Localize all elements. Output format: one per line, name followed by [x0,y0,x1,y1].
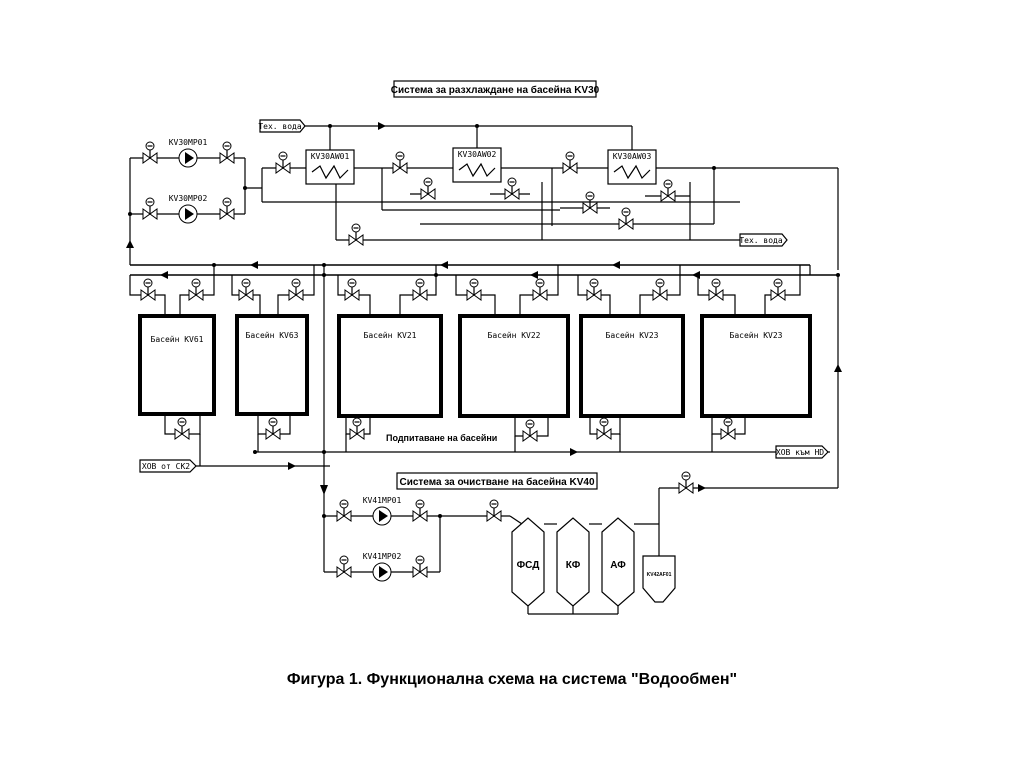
tech-water-out-tag [739,233,788,247]
pool-kv63: Басейн KV63 [235,314,309,416]
pool-label-2: Басейн KV63 [246,331,299,340]
xov-from-label: ХОВ от СК2 [142,462,190,471]
purification-title: Система за очистване на басейна KV40 [399,476,594,488]
cooling-title-box [393,80,597,98]
pool-kv61: Басейн KV61 [138,314,216,416]
filter-kf: КФ [556,517,590,607]
xov-to-label: ХОВ към HD [776,448,824,457]
pump-label-kv30mp01: KV30MP01 [169,138,208,147]
cooling-title: Система за разхлаждане на басейна KV30 [391,84,600,96]
pump-kv30mp01 [178,148,198,168]
tech-water-in-tag [259,119,306,133]
pump-label-kv30mp02: KV30MP02 [169,194,208,203]
makeup-label: Подпитаване на басейни [386,433,497,443]
pump-label-kv41mp02: KV41MP02 [363,552,402,561]
filter-af: АФ [601,517,635,607]
pump-kv30mp02 [178,204,198,224]
tech-water-out-label: Тех. вода [739,236,783,245]
pool-kv22: Басейн KV22 [458,314,570,418]
figure-caption: Фигура 1. Функционална схема на система … [286,671,738,688]
xov-from-tag [139,459,197,473]
makeup-lines: Подпитаване на басейни ХОВ от СК2 ХОВ къ… [139,414,830,473]
tech-water-in-label: Тех. вода [258,122,302,131]
xov-to-tag [775,445,829,459]
pool-kv23: Басейн KV23 [579,314,685,418]
pool-kv23-second: Басейн KV23 [700,314,812,418]
cooling-system: Система за разхлаждане на басейна KV30 K… [126,80,839,270]
pool-label-5: Басейн KV23 [606,331,659,340]
filter-label-af: АФ [610,560,626,571]
exchanger-label-1: KV30AW01 [311,152,350,161]
pool-kv21: Басейн KV21 [337,314,443,418]
purification-system: Система за очистване на басейна KV40 KV4… [320,471,838,615]
trap-kv42af01: KV42AF01 [642,555,676,603]
purification-title-box [396,472,598,490]
trap-label: KV42AF01 [647,572,672,578]
pool-branches [129,265,801,315]
pump-kv41mp01 [372,506,392,526]
pool-label-6: Басейн KV23 [730,331,783,340]
exchanger-kv30aw03: KV30AW03 [607,149,657,185]
filter-label-fsd: ФСД [517,560,540,571]
exchanger-label-2: KV30AW02 [458,150,497,159]
pool-headers [130,261,842,495]
pool-label-4: Басейн KV22 [488,331,541,340]
pump-label-kv41mp01: KV41MP01 [363,496,402,505]
filter-label-kf: КФ [566,560,581,571]
exchanger-label-3: KV30AW03 [613,152,652,161]
exchanger-kv30aw01: KV30AW01 [305,149,355,185]
pool-label-3: Басейн KV21 [364,331,417,340]
filter-fsd: ФСД [511,517,545,607]
pump-kv41mp02 [372,562,392,582]
exchanger-kv30aw02: KV30AW02 [452,147,502,183]
pool-label-1: Басейн KV61 [151,335,204,344]
